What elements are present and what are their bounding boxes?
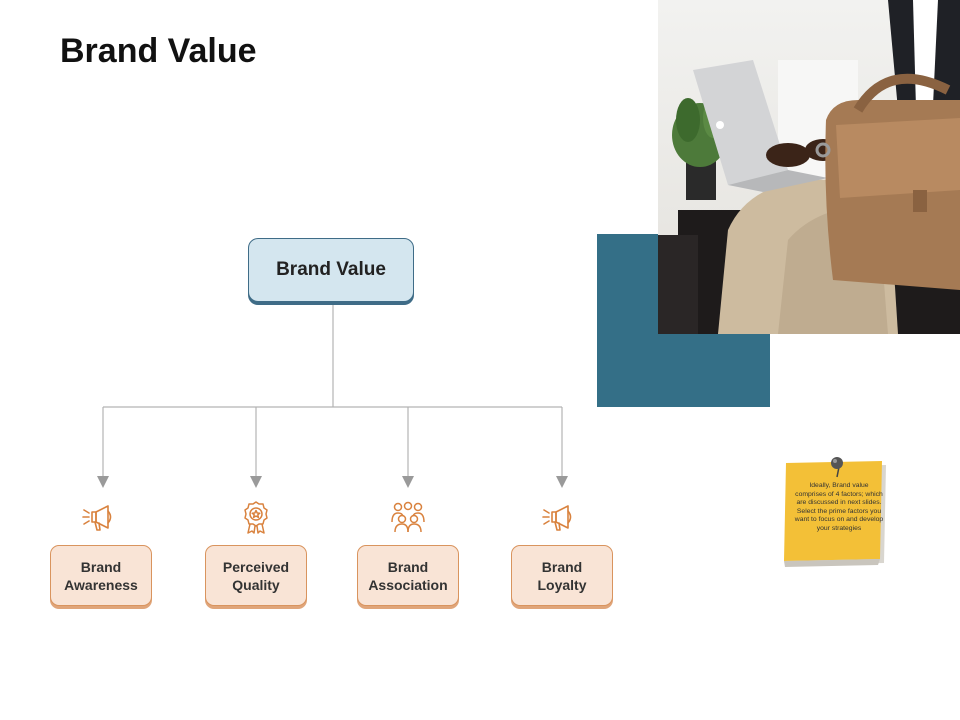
child-node-brand-loyalty: Brand Loyalty xyxy=(511,545,613,606)
sticky-note xyxy=(784,457,886,567)
child-node-label: Perceived Quality xyxy=(222,558,290,593)
people-group-icon xyxy=(391,501,425,533)
child-node-label: Brand Loyalty xyxy=(537,558,587,593)
child-node-brand-awareness: Brand Awareness xyxy=(50,545,152,606)
arrowhead xyxy=(402,476,414,488)
megaphone-icon xyxy=(82,505,112,531)
root-node-brand-value: Brand Value xyxy=(248,238,414,302)
businessman-laptop-photo xyxy=(658,0,960,334)
sticky-note-text: Ideally, Brand value comprises of 4 fact… xyxy=(794,482,884,532)
page-title: Brand Value xyxy=(60,32,257,70)
arrowhead xyxy=(97,476,109,488)
award-badge-icon xyxy=(244,501,268,534)
pin-head-icon xyxy=(831,457,843,469)
root-node-label: Brand Value xyxy=(276,259,386,280)
child-node-label: Brand Awareness xyxy=(64,558,138,593)
megaphone-icon xyxy=(542,505,572,531)
child-node-label: Brand Association xyxy=(368,558,448,593)
arrowhead xyxy=(556,476,568,488)
child-node-brand-association: Brand Association xyxy=(357,545,459,606)
child-node-perceived-quality: Perceived Quality xyxy=(205,545,307,606)
arrowhead xyxy=(250,476,262,488)
